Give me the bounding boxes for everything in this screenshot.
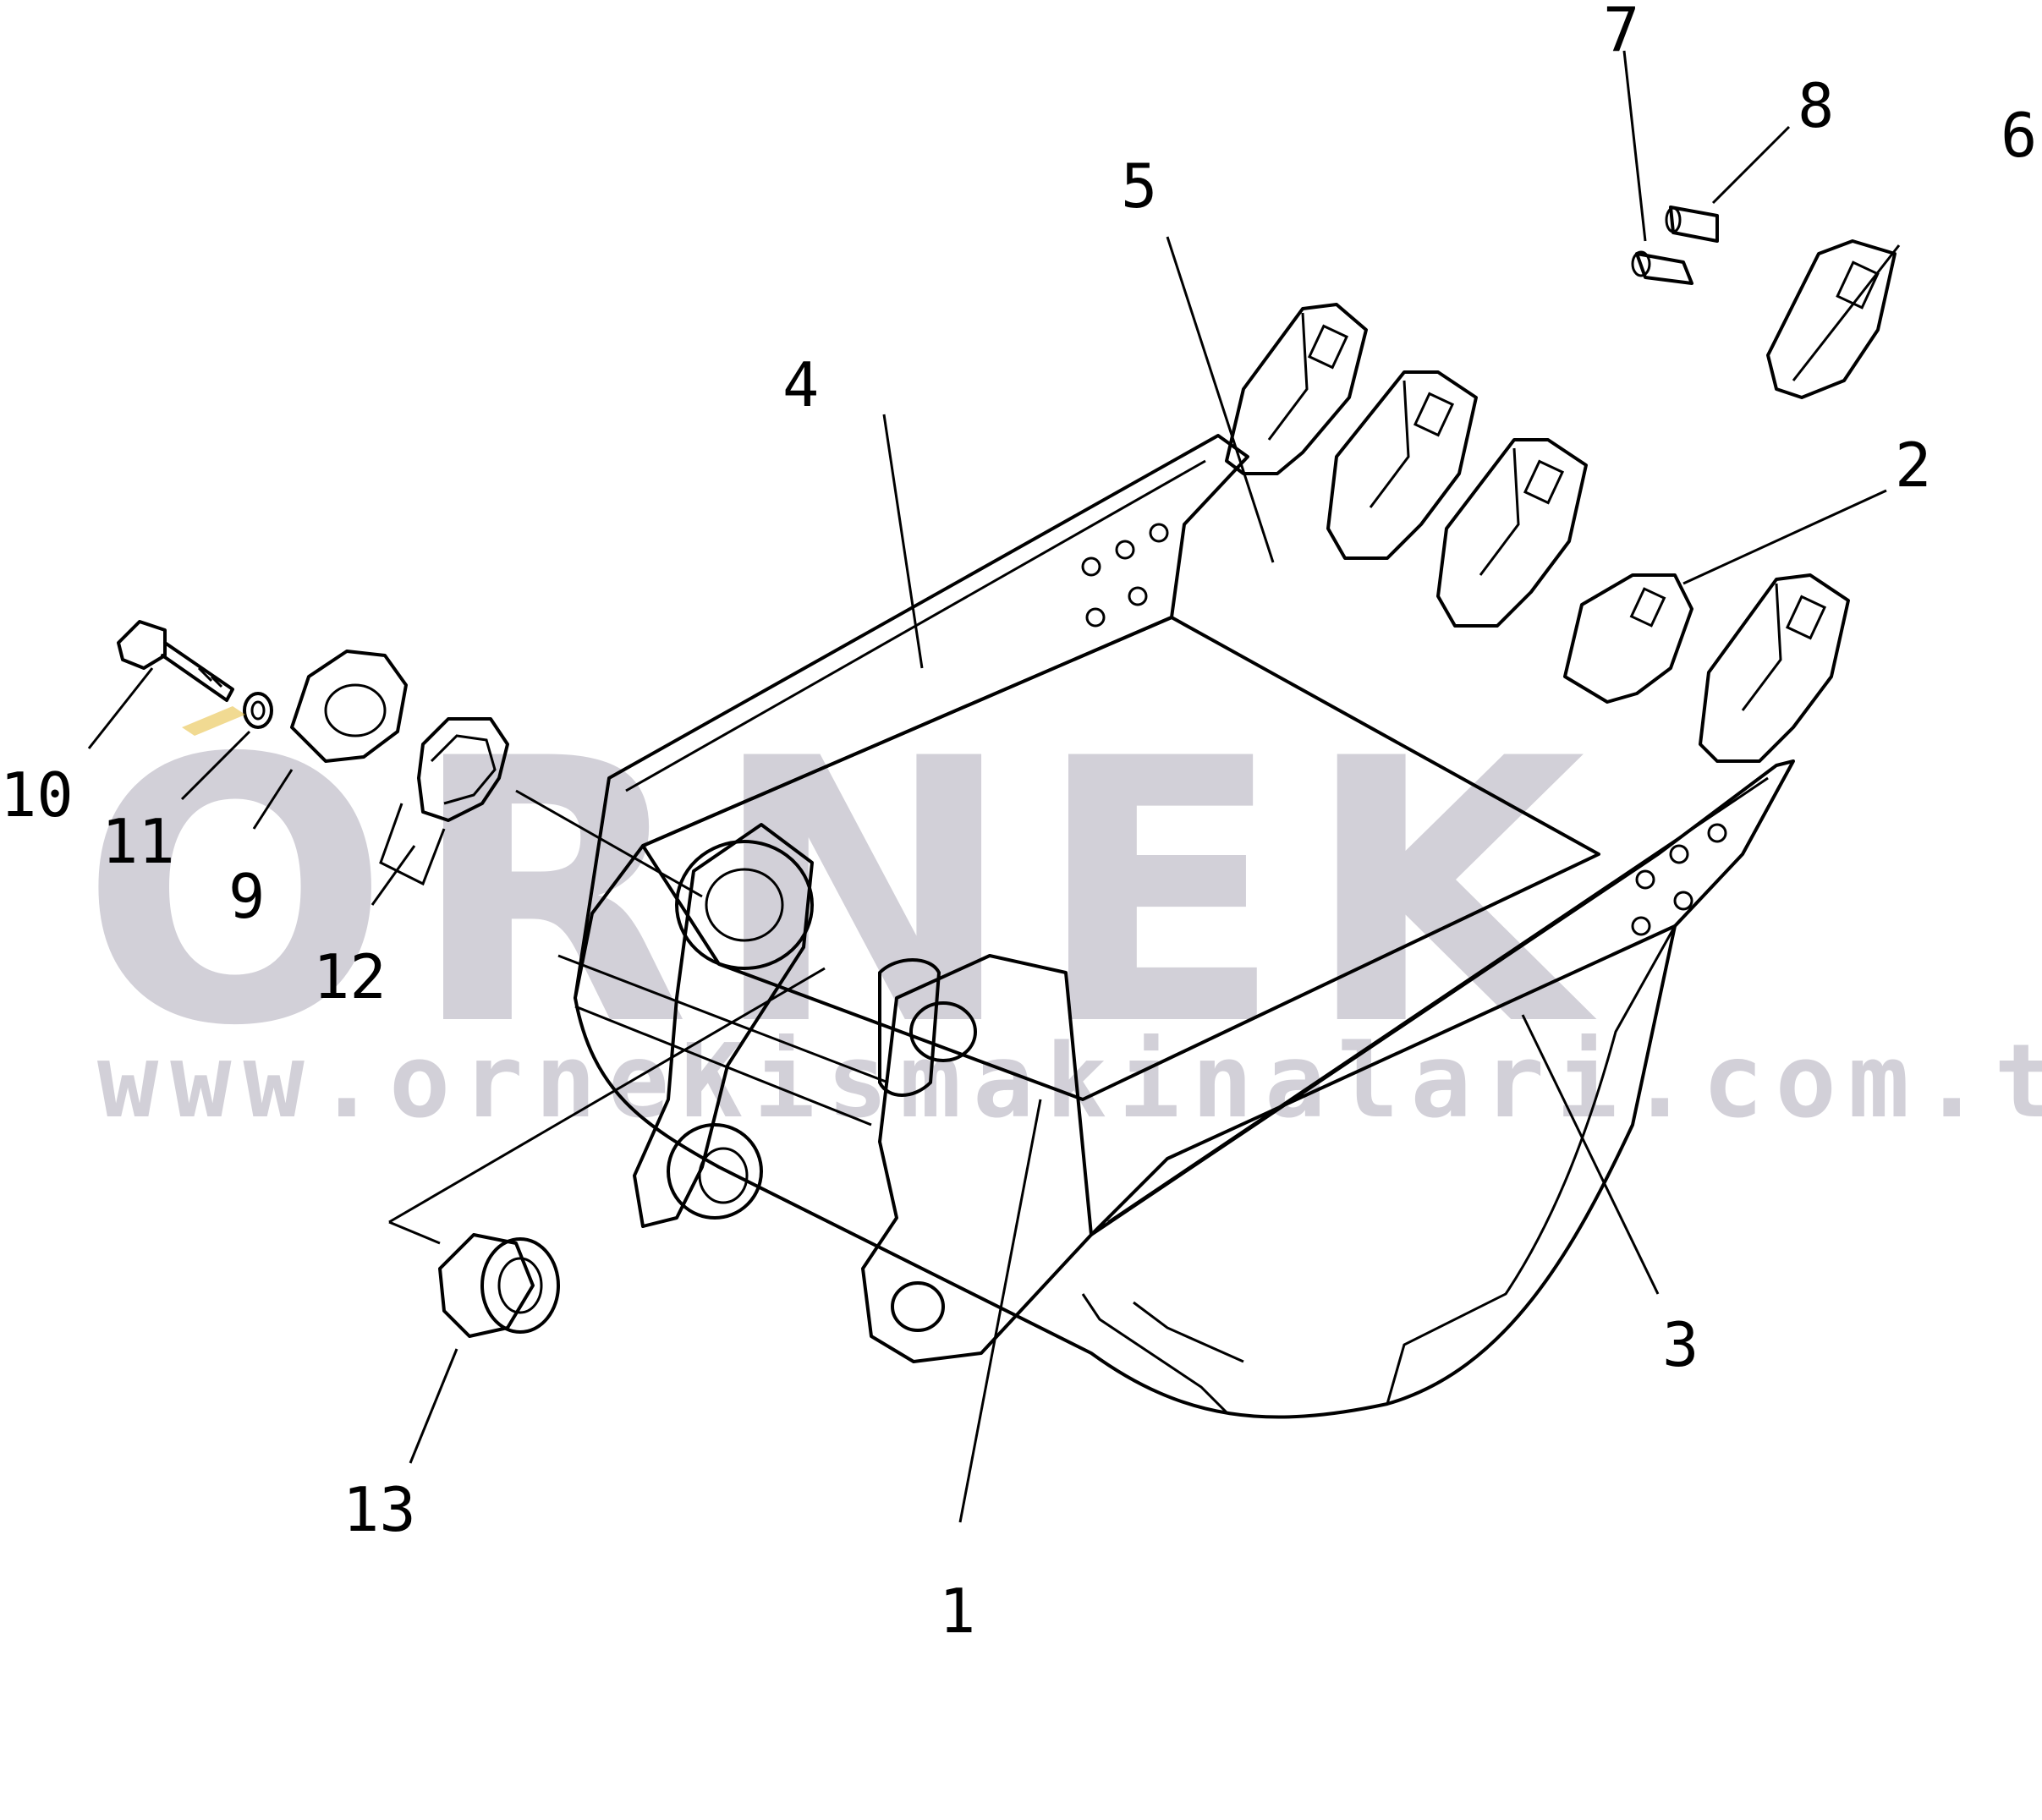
bracket-pin-boss [667, 1123, 763, 1220]
callout-10: 10 [0, 759, 74, 831]
bucket-back-plate [641, 616, 1600, 1101]
right-plate-bolt-holes [1631, 823, 1727, 936]
callout-7: 7 [1603, 0, 1639, 65]
callout-9: 9 [228, 861, 265, 932]
tooth-5 [1699, 573, 1850, 763]
part-9-flange [290, 650, 408, 763]
callout-4: 4 [782, 349, 819, 420]
callout-2: 2 [1895, 430, 1931, 501]
callout-13: 13 [343, 1474, 416, 1545]
callout-8: 8 [1798, 70, 1834, 141]
bucket-wear-strip [1386, 925, 1677, 1405]
tooth-3 [1436, 438, 1588, 628]
link-pin-hole-upper [909, 1001, 977, 1062]
watermark-url: www.orneKismakinalari.com.tr [97, 1023, 2042, 1141]
bucket-bottom-strip [1081, 1293, 1244, 1414]
exploded-parts [117, 206, 1719, 1338]
bucket-link-block [861, 954, 1093, 1363]
callout-1: 1 [939, 1576, 975, 1647]
watermark: ORNEK www.orneKismakinalari.com.tr [80, 682, 2042, 1141]
part-13-bushing [438, 1233, 560, 1338]
tooth-2 [1326, 370, 1478, 560]
bucket-left-bracket [633, 823, 814, 1228]
part-7-pin [1631, 250, 1693, 285]
tooth-exploded [1766, 239, 1897, 399]
callout-3: 3 [1662, 1309, 1699, 1380]
callout-labels: 1 2 3 4 5 6 7 8 9 10 11 12 13 [0, 0, 2037, 1647]
left-plate-bolt-holes [1081, 523, 1169, 628]
bucket-teeth [1225, 239, 1897, 763]
bracket-boss-inner [705, 868, 784, 942]
part-12-shim [379, 717, 509, 886]
bracket-pin-boss-hole [698, 1147, 749, 1204]
bucket-assembly [557, 434, 1795, 1419]
part-10-bolt [117, 620, 234, 702]
bracket-boss-ring [675, 840, 814, 970]
right-side-plate-edge [1107, 776, 1769, 1224]
part-8-lock [1665, 206, 1719, 243]
callout-5: 5 [1121, 151, 1157, 222]
bracket-cross-beam [557, 954, 889, 1127]
callout-12: 12 [313, 941, 387, 1012]
callout-6: 6 [2001, 100, 2037, 171]
callout-11: 11 [102, 806, 175, 877]
link-pin-hole-lower [891, 1281, 945, 1332]
tooth-1 [1225, 303, 1368, 475]
bucket-bottom-shell [574, 924, 1677, 1419]
link-bushing [878, 958, 941, 1097]
part-11-washer [182, 692, 273, 736]
tooth-adapter [1563, 573, 1693, 704]
leader-lines [87, 50, 1901, 1523]
watermark-brand: ORNEK [80, 682, 1606, 1105]
